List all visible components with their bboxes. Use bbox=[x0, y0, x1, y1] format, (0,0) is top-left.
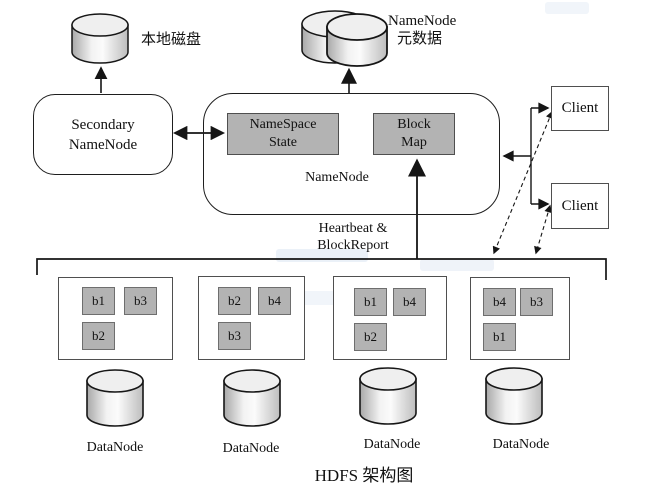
watermark-artifact bbox=[545, 2, 589, 14]
block-chip: b4 bbox=[393, 288, 426, 316]
local-disk-label: 本地磁盘 bbox=[141, 32, 202, 48]
metadata-cylinder-front bbox=[326, 13, 388, 67]
block-chip: b2 bbox=[82, 322, 115, 350]
datanode-label-4: DataNode bbox=[492, 437, 550, 452]
metadata-label-line2: 元数据 bbox=[397, 31, 443, 47]
block-chip: b4 bbox=[483, 288, 516, 316]
namenode-label: NameNode bbox=[305, 170, 369, 185]
block-chip: b4 bbox=[258, 287, 291, 315]
heartbeat-label: Heartbeat & BlockReport bbox=[303, 220, 403, 254]
block-map-line1: Block bbox=[397, 117, 431, 132]
datanode-box-2: b2 b4 b3 bbox=[198, 276, 305, 360]
block-map-line2: Map bbox=[401, 135, 427, 150]
block-chip: b3 bbox=[124, 287, 157, 315]
datanode-label-3: DataNode bbox=[363, 437, 421, 452]
client-box-1: Client bbox=[551, 86, 609, 131]
datanode-disk-cylinder-2 bbox=[223, 369, 281, 427]
secondary-namenode-box: Secondary NameNode bbox=[33, 94, 173, 175]
client-1-label: Client bbox=[561, 100, 599, 116]
heartbeat-line2: BlockReport bbox=[317, 238, 389, 253]
datanode-disk-cylinder-1 bbox=[86, 369, 144, 427]
block-chip: b2 bbox=[218, 287, 251, 315]
datanode-box-4: b4 b3 b1 bbox=[470, 277, 570, 360]
metadata-label-line1: NameNode bbox=[388, 13, 457, 29]
local-disk-cylinder bbox=[71, 13, 129, 64]
dashed-arrow-client2-datanodes bbox=[534, 204, 552, 255]
diagram-title: HDFS 架构图 bbox=[314, 466, 414, 485]
watermark-artifact bbox=[420, 259, 494, 271]
block-chip: b1 bbox=[483, 323, 516, 351]
secondary-namenode-line2: NameNode bbox=[68, 136, 138, 153]
datanode-label-1: DataNode bbox=[86, 440, 144, 455]
namenode-box bbox=[203, 93, 500, 215]
datanode-rack-line bbox=[36, 258, 607, 280]
dashed-arrow-client1-datanodes bbox=[492, 110, 554, 255]
client-2-label: Client bbox=[561, 197, 599, 214]
block-chip: b3 bbox=[218, 322, 251, 350]
heartbeat-line1: Heartbeat & bbox=[318, 221, 388, 236]
block-chip: b3 bbox=[520, 288, 553, 316]
block-chip: b2 bbox=[354, 323, 387, 351]
client-box-2: Client bbox=[551, 183, 609, 229]
namespace-state-box: NameSpace State bbox=[227, 113, 339, 155]
datanode-box-1: b1 b3 b2 bbox=[58, 277, 173, 360]
namespace-state-line2: State bbox=[269, 135, 297, 150]
metadata-label: NameNode 元数据 bbox=[388, 12, 456, 48]
block-chip: b1 bbox=[82, 287, 115, 315]
block-map-box: Block Map bbox=[373, 113, 455, 155]
datanode-label-2: DataNode bbox=[222, 441, 280, 456]
datanode-disk-cylinder-4 bbox=[485, 367, 543, 425]
block-chip: b1 bbox=[354, 288, 387, 316]
datanode-disk-cylinder-3 bbox=[359, 367, 417, 425]
datanode-box-3: b1 b4 b2 bbox=[333, 276, 447, 360]
namespace-state-line1: NameSpace bbox=[249, 117, 317, 132]
secondary-namenode-line1: Secondary bbox=[71, 116, 135, 133]
